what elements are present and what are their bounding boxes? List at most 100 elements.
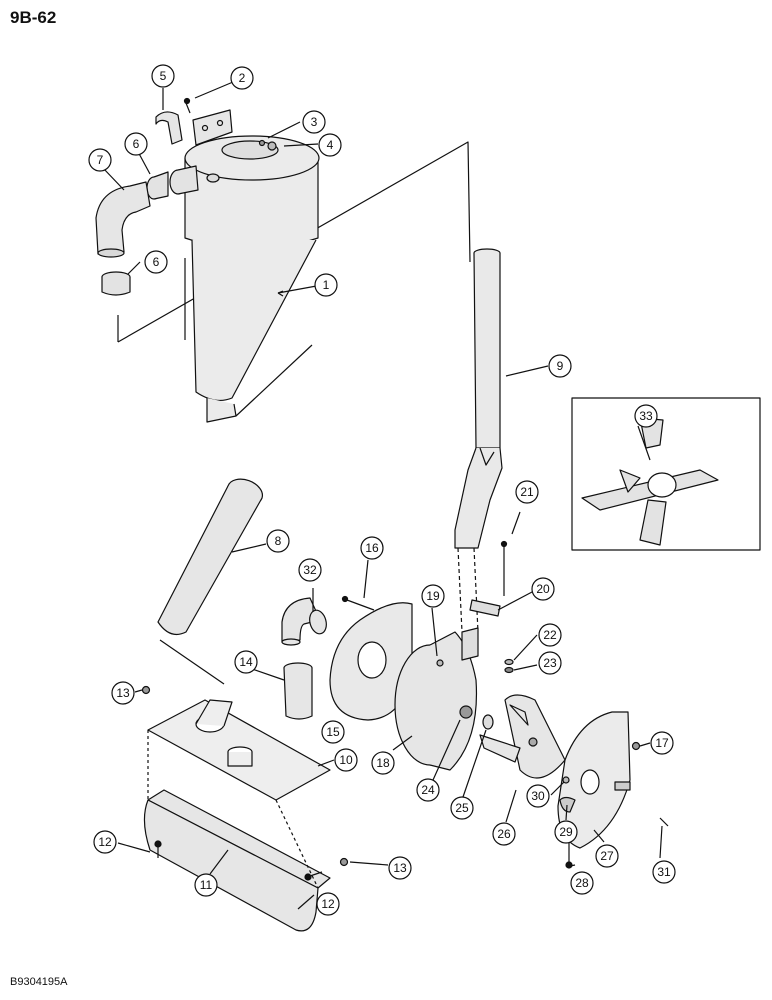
callout-6a: [124, 132, 148, 156]
callout-18-label: 18: [376, 756, 390, 770]
callout-13a-label: 13: [116, 686, 130, 700]
lower-coupler: [101, 271, 131, 296]
leader-lines: [102, 81, 663, 910]
housing-side-plate: [329, 602, 413, 721]
callout-27-label: 27: [600, 849, 614, 863]
callout-33: [634, 404, 658, 428]
vertical-pipe: [454, 248, 503, 549]
callout-16-label: 16: [365, 541, 379, 555]
back-cover: [557, 711, 631, 849]
callout-7: [88, 148, 112, 172]
callout-22-label: 22: [543, 628, 557, 642]
callout-18: [371, 751, 395, 775]
callout-12a-label: 12: [98, 835, 112, 849]
spacer-25: [482, 714, 494, 730]
callout-24-label: 24: [421, 783, 435, 797]
callout-19-label: 19: [426, 589, 440, 603]
fan-blade-inset: [581, 417, 719, 546]
bolt-16: [346, 599, 375, 611]
bracket-20: [469, 599, 501, 617]
inlet-coupler: [146, 165, 199, 200]
callout-16: [360, 536, 384, 560]
callout-5: [151, 64, 175, 88]
document-code: B9304195A: [10, 976, 68, 988]
callout-14: [234, 650, 258, 674]
callout-4: [318, 133, 342, 157]
callout-9: [548, 354, 572, 378]
callout-31-label: 31: [657, 865, 671, 879]
callout-9-label: 9: [557, 359, 564, 373]
callout-22: [538, 623, 562, 647]
callout-10-label: 10: [339, 753, 353, 767]
callout-1-label: 1: [323, 278, 330, 292]
hub-nut: [459, 705, 473, 719]
callout-2: [230, 66, 254, 90]
box-top-plate: [147, 699, 331, 801]
callout-30-label: 30: [531, 789, 545, 803]
callout-17-label: 17: [655, 736, 669, 750]
housing-ring: [394, 631, 478, 771]
cyclone-body: [184, 135, 320, 423]
callout-23: [538, 651, 562, 675]
callout-13b-label: 13: [393, 861, 407, 875]
callout-13b: [388, 856, 412, 880]
pin-31: [659, 817, 669, 827]
callout-2-label: 2: [239, 71, 246, 85]
callout-28-label: 28: [575, 876, 589, 890]
callout-23-label: 23: [543, 656, 557, 670]
callout-28: [570, 871, 594, 895]
long-tube: [157, 478, 264, 635]
callout-10: [334, 748, 358, 772]
callout-6b: [144, 250, 168, 274]
callout-17: [650, 731, 674, 755]
washer: [258, 139, 266, 147]
callout-11: [194, 873, 218, 897]
callout-13a: [111, 681, 135, 705]
small-elbow: [155, 111, 183, 145]
callout-12b-label: 12: [321, 897, 335, 911]
callout-12a: [93, 830, 117, 854]
nut: [267, 141, 277, 151]
callout-21: [515, 480, 539, 504]
callout-8-label: 8: [275, 534, 282, 548]
callout-29: [554, 820, 578, 844]
callout-12b: [316, 892, 340, 916]
nut-23: [504, 666, 514, 674]
callout-25: [450, 796, 474, 820]
callout-4-label: 4: [327, 138, 334, 152]
callout-20: [531, 577, 555, 601]
callout-15-label: 15: [326, 725, 340, 739]
callout-27: [595, 844, 619, 868]
callout-25-label: 25: [455, 801, 469, 815]
bolt: [185, 102, 191, 114]
callout-14-label: 14: [239, 655, 253, 669]
fan-26: [479, 694, 566, 779]
callout-19: [421, 584, 445, 608]
callout-8: [266, 529, 290, 553]
nut-13-bottom: [339, 857, 349, 867]
callout-3: [302, 110, 326, 134]
clip-29: [559, 796, 576, 813]
callout-26: [492, 822, 516, 846]
callout-3-label: 3: [311, 115, 318, 129]
callout-26-label: 26: [497, 827, 511, 841]
outlet-flange: [461, 627, 479, 661]
elbow-32: [281, 597, 327, 646]
callout-32: [298, 558, 322, 582]
nut-17: [631, 741, 641, 751]
callout-31: [652, 860, 676, 884]
callout-1: [314, 273, 338, 297]
callout-21-label: 21: [520, 485, 534, 499]
mounting-bracket: [192, 109, 233, 146]
callout-33-label: 33: [639, 409, 653, 423]
callout-7-label: 7: [97, 153, 104, 167]
callout-29-label: 29: [559, 825, 573, 839]
cylinder-14: [283, 662, 313, 720]
callout-6b-label: 6: [153, 255, 160, 269]
washer-22: [504, 658, 514, 666]
callout-20-label: 20: [536, 582, 550, 596]
callout-15: [321, 720, 345, 744]
callout-5-label: 5: [160, 69, 167, 83]
washer-30: [562, 776, 570, 784]
callout-32-label: 32: [303, 563, 317, 577]
